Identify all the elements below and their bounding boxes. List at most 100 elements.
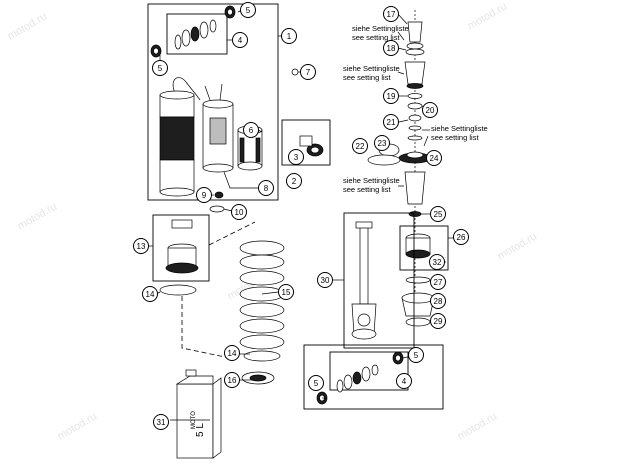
callout-5: 5 [152,60,168,76]
svg-text:2: 2 [292,177,297,186]
svg-text:20: 20 [426,106,435,115]
svg-text:5: 5 [158,64,163,73]
callout-4-lower: 4 [396,373,412,389]
callout-13: 13 [133,238,149,254]
svg-text:6: 6 [249,126,254,135]
svg-text:22: 22 [356,142,365,151]
note-line-en: see setting list [343,185,391,194]
svg-text:14: 14 [228,349,237,358]
ring-part-9 [214,191,224,199]
svg-text:24: 24 [430,154,439,163]
callout-23: 23 [374,135,390,151]
can-volume-text: 5 L [195,423,206,437]
ring-part-14-lower [243,350,281,362]
callout-15: 15 [278,284,294,300]
svg-text:18: 18 [387,44,396,53]
svg-text:27: 27 [434,278,443,287]
callout-19: 19 [383,88,399,104]
callout-5: 5 [408,347,424,363]
spring-part-15 [239,240,285,385]
group-frame-13 [152,214,210,282]
watermark-text: motod.ru [56,410,100,442]
svg-text:1: 1 [287,32,292,41]
spring-retainer-group [152,214,256,359]
callout-27: 27 [430,274,446,290]
group-frame-30 [343,212,415,349]
callout-14: 14 [142,286,158,302]
svg-text:26: 26 [457,233,466,242]
svg-text:5: 5 [246,6,251,15]
svg-text:10: 10 [235,208,244,217]
svg-text:14: 14 [146,290,155,299]
svg-text:19: 19 [387,92,396,101]
svg-text:23: 23 [378,139,387,148]
watermark-text: motod.ru [496,230,540,262]
note-line-de: siehe Settingliste [431,124,488,133]
note-line-en: see setting list [431,133,479,142]
ring-part-23 [367,154,401,166]
note-line-en: see setting list [343,73,391,82]
watermark-text: motod.ru [6,10,50,42]
callout-31: 31 [153,414,169,430]
washer-part-10 [209,205,225,213]
watermark-text: motod.ru [456,410,500,442]
callout-30: 30 [317,272,333,288]
reservoir-part [159,77,201,197]
svg-text:5: 5 [314,379,319,388]
group-frame-1 [147,3,279,201]
valve-part-3 [299,135,324,157]
svg-text:32: 32 [433,258,442,267]
group-frame-4-bottom [329,351,409,391]
svg-text:13: 13 [137,242,146,251]
callout-20: 20 [422,102,438,118]
svg-text:8: 8 [264,184,269,193]
bumper-part-29 [405,317,431,327]
seal-part-27 [405,276,431,284]
svg-text:7: 7 [306,68,311,77]
oil-can-part-31: MOTO 5 L [175,369,222,459]
callout-17: 17 [383,6,399,22]
svg-text:28: 28 [434,297,443,306]
callout-6: 6 [243,122,259,138]
seal-kit-top [150,5,236,58]
watermark-text: motod.ru [466,0,510,32]
group-frame-30-lower [303,344,444,410]
setting-note: siehe Settingliste see setting list [343,176,400,194]
piston-rod-group [303,212,444,410]
callout-18: 18 [383,40,399,56]
callout-9: 9 [196,187,212,203]
setting-note: siehe Settingliste see setting list [352,24,409,42]
callout-3: 3 [288,149,304,165]
svg-text:9: 9 [202,191,207,200]
callout-16: 16 [224,372,240,388]
svg-text:29: 29 [434,317,443,326]
group-frame-2 [281,119,331,166]
screw-part-7 [291,68,299,76]
svg-text:15: 15 [282,288,291,297]
callout-22: 22 [352,138,368,154]
svg-text:17: 17 [387,10,396,19]
callout-1: 1 [281,28,297,44]
damper-cylinder-part [202,83,234,173]
callout-2: 2 [286,173,302,189]
callout-10: 10 [231,204,247,220]
shock-absorber-group [147,3,331,213]
note-line-de: siehe Settingliste [352,24,409,33]
setting-list-notes: siehe Settingliste see setting list sieh… [343,24,488,194]
svg-text:25: 25 [434,210,443,219]
callout-24: 24 [426,150,442,166]
callout-5: 5 [240,2,256,18]
callout-4: 4 [232,32,248,48]
svg-text:30: 30 [321,276,330,285]
svg-text:21: 21 [387,118,396,127]
setting-note: siehe Settingliste see setting list [431,124,488,142]
group-frame-26 [399,225,449,271]
note-line-en: see setting list [352,33,400,42]
ring-part-14 [159,284,197,296]
svg-text:4: 4 [238,36,243,45]
callout-32: 32 [429,254,445,270]
callout-14-lower: 14 [224,345,240,361]
svg-text:16: 16 [228,376,237,385]
note-line-de: siehe Settingliste [343,176,400,185]
